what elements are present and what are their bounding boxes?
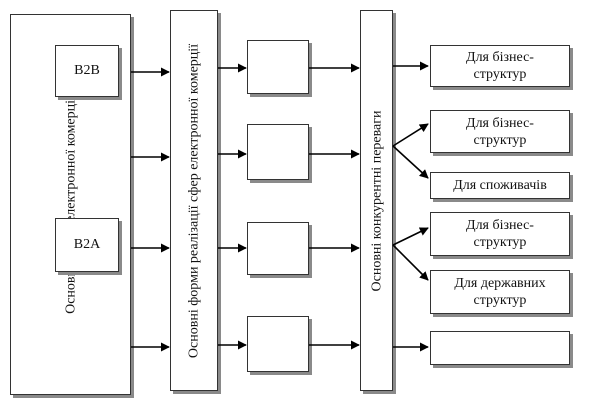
sphere-item-b2a: B2A	[55, 218, 119, 272]
advantages-block: Основні конкурентні переваги	[360, 10, 393, 391]
output-box-1-label: Для бізнес- структур	[466, 50, 534, 82]
arrow-advantages-to-output-5	[392, 244, 429, 281]
output-box-5: Для державних структур	[430, 270, 570, 314]
arrow-advantages-to-output-3	[392, 145, 429, 179]
output-box-1: Для бізнес- структур	[430, 45, 570, 87]
form-slot-2	[247, 124, 309, 180]
sphere-item-b2b: B2B	[55, 45, 119, 97]
output-box-4: Для бізнес- структур	[430, 212, 570, 256]
arrow-advantages-to-output-2	[392, 123, 429, 147]
sphere-item-b2a-label: B2A	[73, 237, 101, 252]
form-slot-3	[247, 222, 309, 275]
output-box-6	[430, 331, 570, 365]
form-slot-4	[247, 316, 309, 372]
output-box-3-label: Для споживачів	[453, 178, 547, 193]
sphere-item-b2b-label: B2B	[74, 63, 100, 78]
arrow-advantages-to-output-4	[392, 227, 429, 246]
output-box-4-label: Для бізнес- структур	[466, 218, 534, 250]
output-box-5-label: Для державних структур	[454, 276, 546, 308]
output-box-2: Для бізнес- структур	[430, 110, 570, 153]
form-slot-1	[247, 40, 309, 94]
forms-block: Основні форми реалізації сфер електронно…	[170, 10, 218, 391]
output-box-2-label: Для бізнес- структур	[466, 115, 534, 148]
output-box-3: Для споживачів	[430, 172, 570, 199]
